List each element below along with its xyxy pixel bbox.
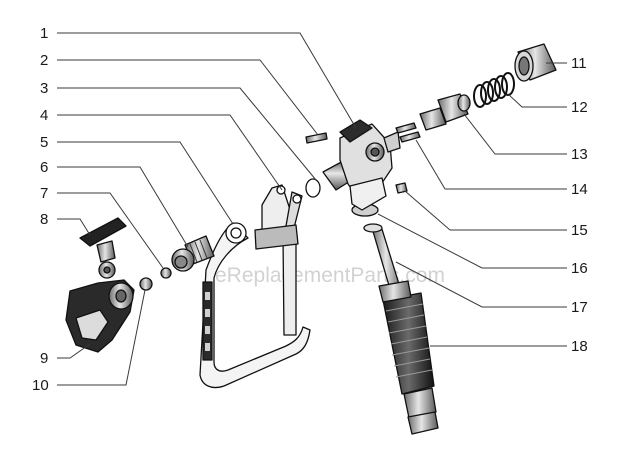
part-5-seat-housing bbox=[171, 235, 215, 272]
callout-4: 4 bbox=[40, 107, 48, 124]
callout-17: 17 bbox=[571, 299, 588, 316]
part-6-seat bbox=[160, 267, 172, 279]
part-12-spring bbox=[473, 72, 515, 108]
part-11-cap bbox=[514, 43, 557, 82]
part-14-pins bbox=[395, 122, 421, 143]
part-16-washer bbox=[351, 203, 383, 233]
callout-10: 10 bbox=[32, 377, 49, 394]
callout-15: 15 bbox=[571, 222, 588, 239]
part-9-tip-guard bbox=[65, 279, 135, 353]
part-2-pivot-pin bbox=[305, 132, 328, 144]
part-13-valve-assembly bbox=[419, 93, 471, 131]
callout-12: 12 bbox=[571, 99, 588, 116]
callout-1: 1 bbox=[40, 25, 48, 42]
part-3-trigger bbox=[254, 184, 303, 336]
callout-14: 14 bbox=[571, 181, 588, 198]
callout-6: 6 bbox=[40, 159, 48, 176]
callout-7: 7 bbox=[40, 185, 48, 202]
part-7-gasket bbox=[305, 178, 321, 198]
part-8-spray-tip bbox=[79, 217, 127, 279]
callout-13: 13 bbox=[571, 146, 588, 163]
part-15-screw bbox=[395, 182, 408, 194]
callout-8: 8 bbox=[40, 211, 48, 228]
callout-9: 9 bbox=[40, 350, 48, 367]
part-18-handle-grip bbox=[382, 292, 439, 435]
callout-18: 18 bbox=[571, 338, 588, 355]
callout-2: 2 bbox=[40, 52, 48, 69]
part-10-nut bbox=[139, 277, 153, 291]
callout-3: 3 bbox=[40, 80, 48, 97]
part-1-gun-body bbox=[322, 119, 401, 211]
part-4-trigger-frame bbox=[199, 222, 311, 389]
leader-lines bbox=[57, 32, 567, 386]
callout-11: 11 bbox=[571, 55, 587, 72]
callout-16: 16 bbox=[571, 260, 588, 277]
callout-5: 5 bbox=[40, 134, 48, 151]
watermark: eReplacementParts.com bbox=[215, 264, 445, 287]
